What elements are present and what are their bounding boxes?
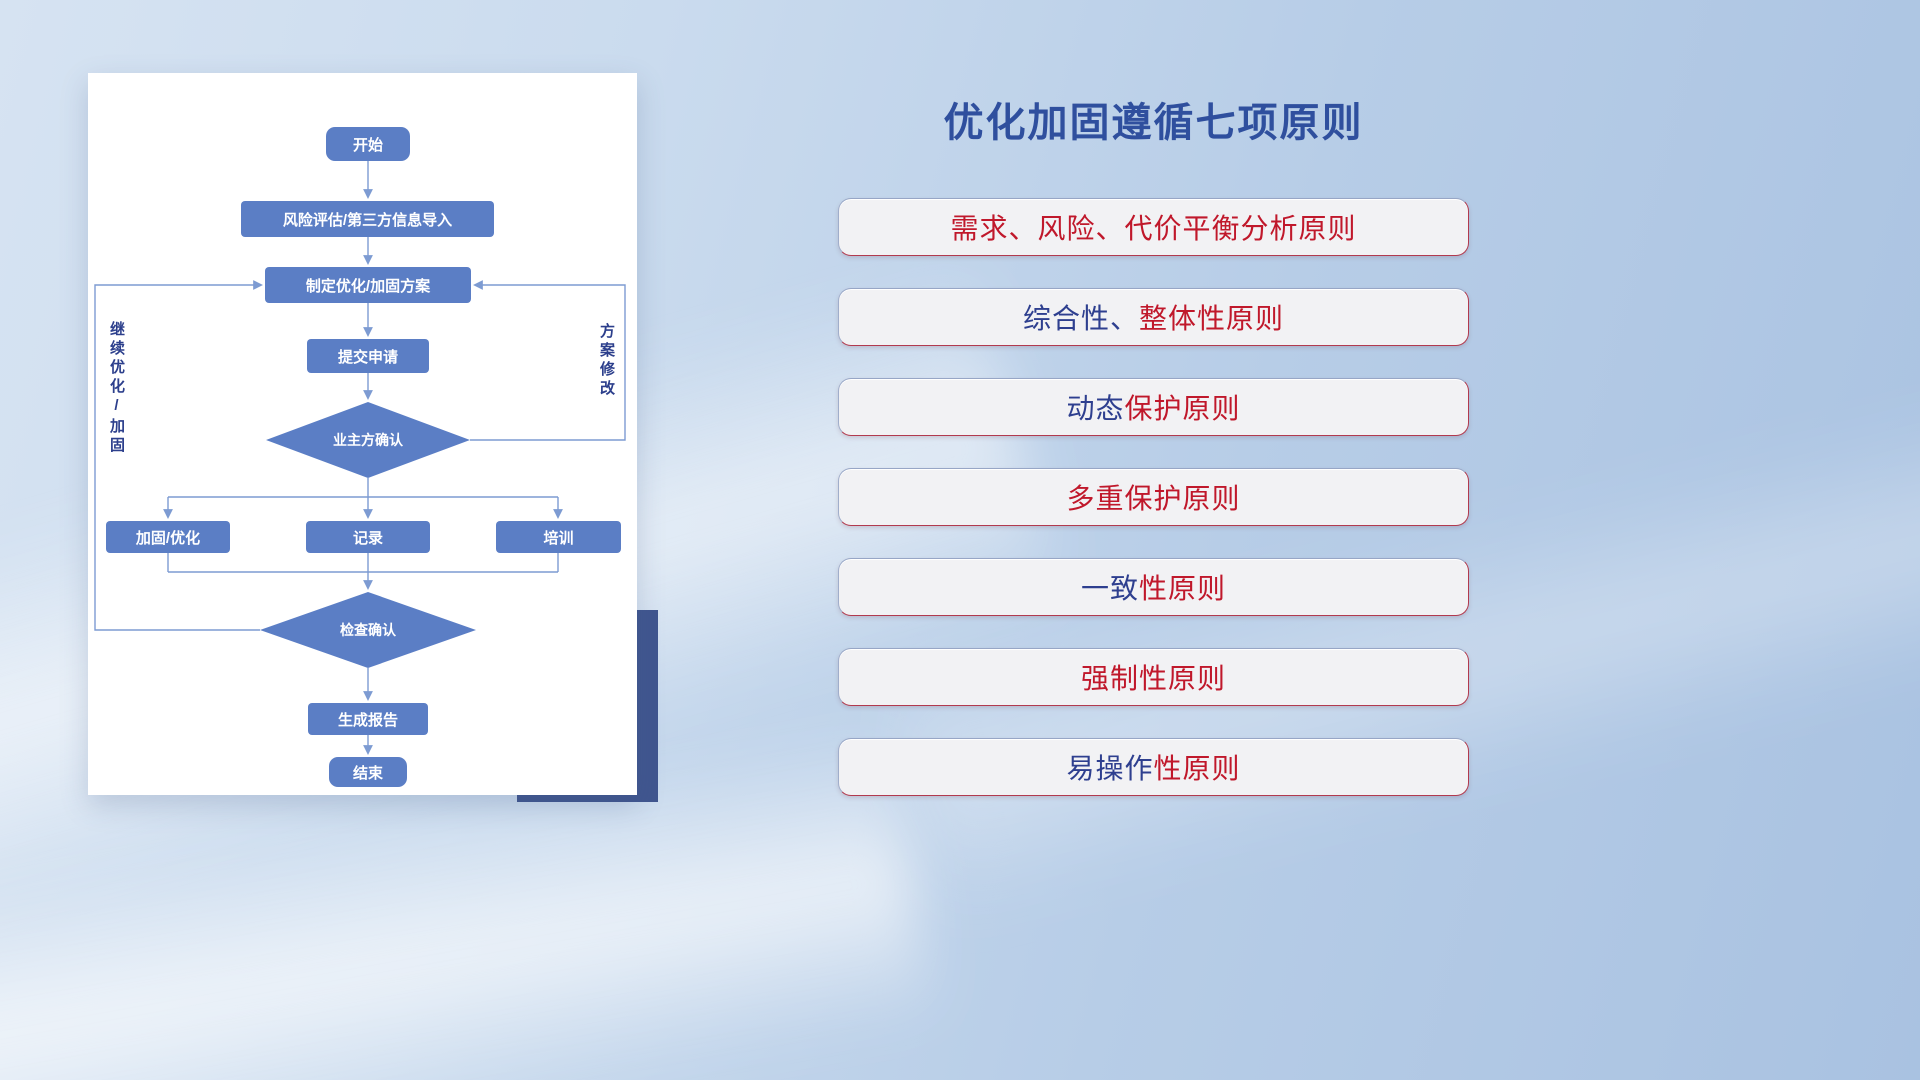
principle-pill-7: 易操作性原则 bbox=[838, 738, 1469, 796]
principle-pill-5: 一致性原则 bbox=[838, 558, 1469, 616]
edge-label-plan-modify: 方案修改 bbox=[598, 323, 615, 399]
principle-pill-1: 需求、风险、代价平衡分析原则 bbox=[838, 198, 1469, 256]
flow-node-report: 生成报告 bbox=[308, 703, 428, 735]
principles-panel: 优化加固遵循七项原则 需求、风险、代价平衡分析原则 综合性、整体性原则 动态保护… bbox=[838, 0, 1469, 1080]
flow-node-training: 培训 bbox=[496, 521, 621, 553]
edge-label-continue-optimize: 继续优化/加固 bbox=[108, 321, 125, 456]
flow-node-record: 记录 bbox=[306, 521, 430, 553]
principle-pill-4: 多重保护原则 bbox=[838, 468, 1469, 526]
flow-node-make-plan: 制定优化/加固方案 bbox=[265, 267, 471, 303]
flow-node-risk-import: 风险评估/第三方信息导入 bbox=[241, 201, 494, 237]
principles-list: 需求、风险、代价平衡分析原则 综合性、整体性原则 动态保护原则 多重保护原则 一… bbox=[838, 198, 1469, 796]
page-title: 优化加固遵循七项原则 bbox=[943, 101, 1364, 145]
flow-node-start: 开始 bbox=[326, 127, 410, 161]
principle-pill-6: 强制性原则 bbox=[838, 648, 1469, 706]
principle-pill-2: 综合性、整体性原则 bbox=[838, 288, 1469, 346]
flowchart-card: 开始 风险评估/第三方信息导入 制定优化/加固方案 提交申请 业主方确认 加固/… bbox=[88, 73, 637, 795]
principle-pill-3: 动态保护原则 bbox=[838, 378, 1469, 436]
flow-node-end: 结束 bbox=[329, 757, 407, 787]
flow-node-submit: 提交申请 bbox=[307, 339, 429, 373]
